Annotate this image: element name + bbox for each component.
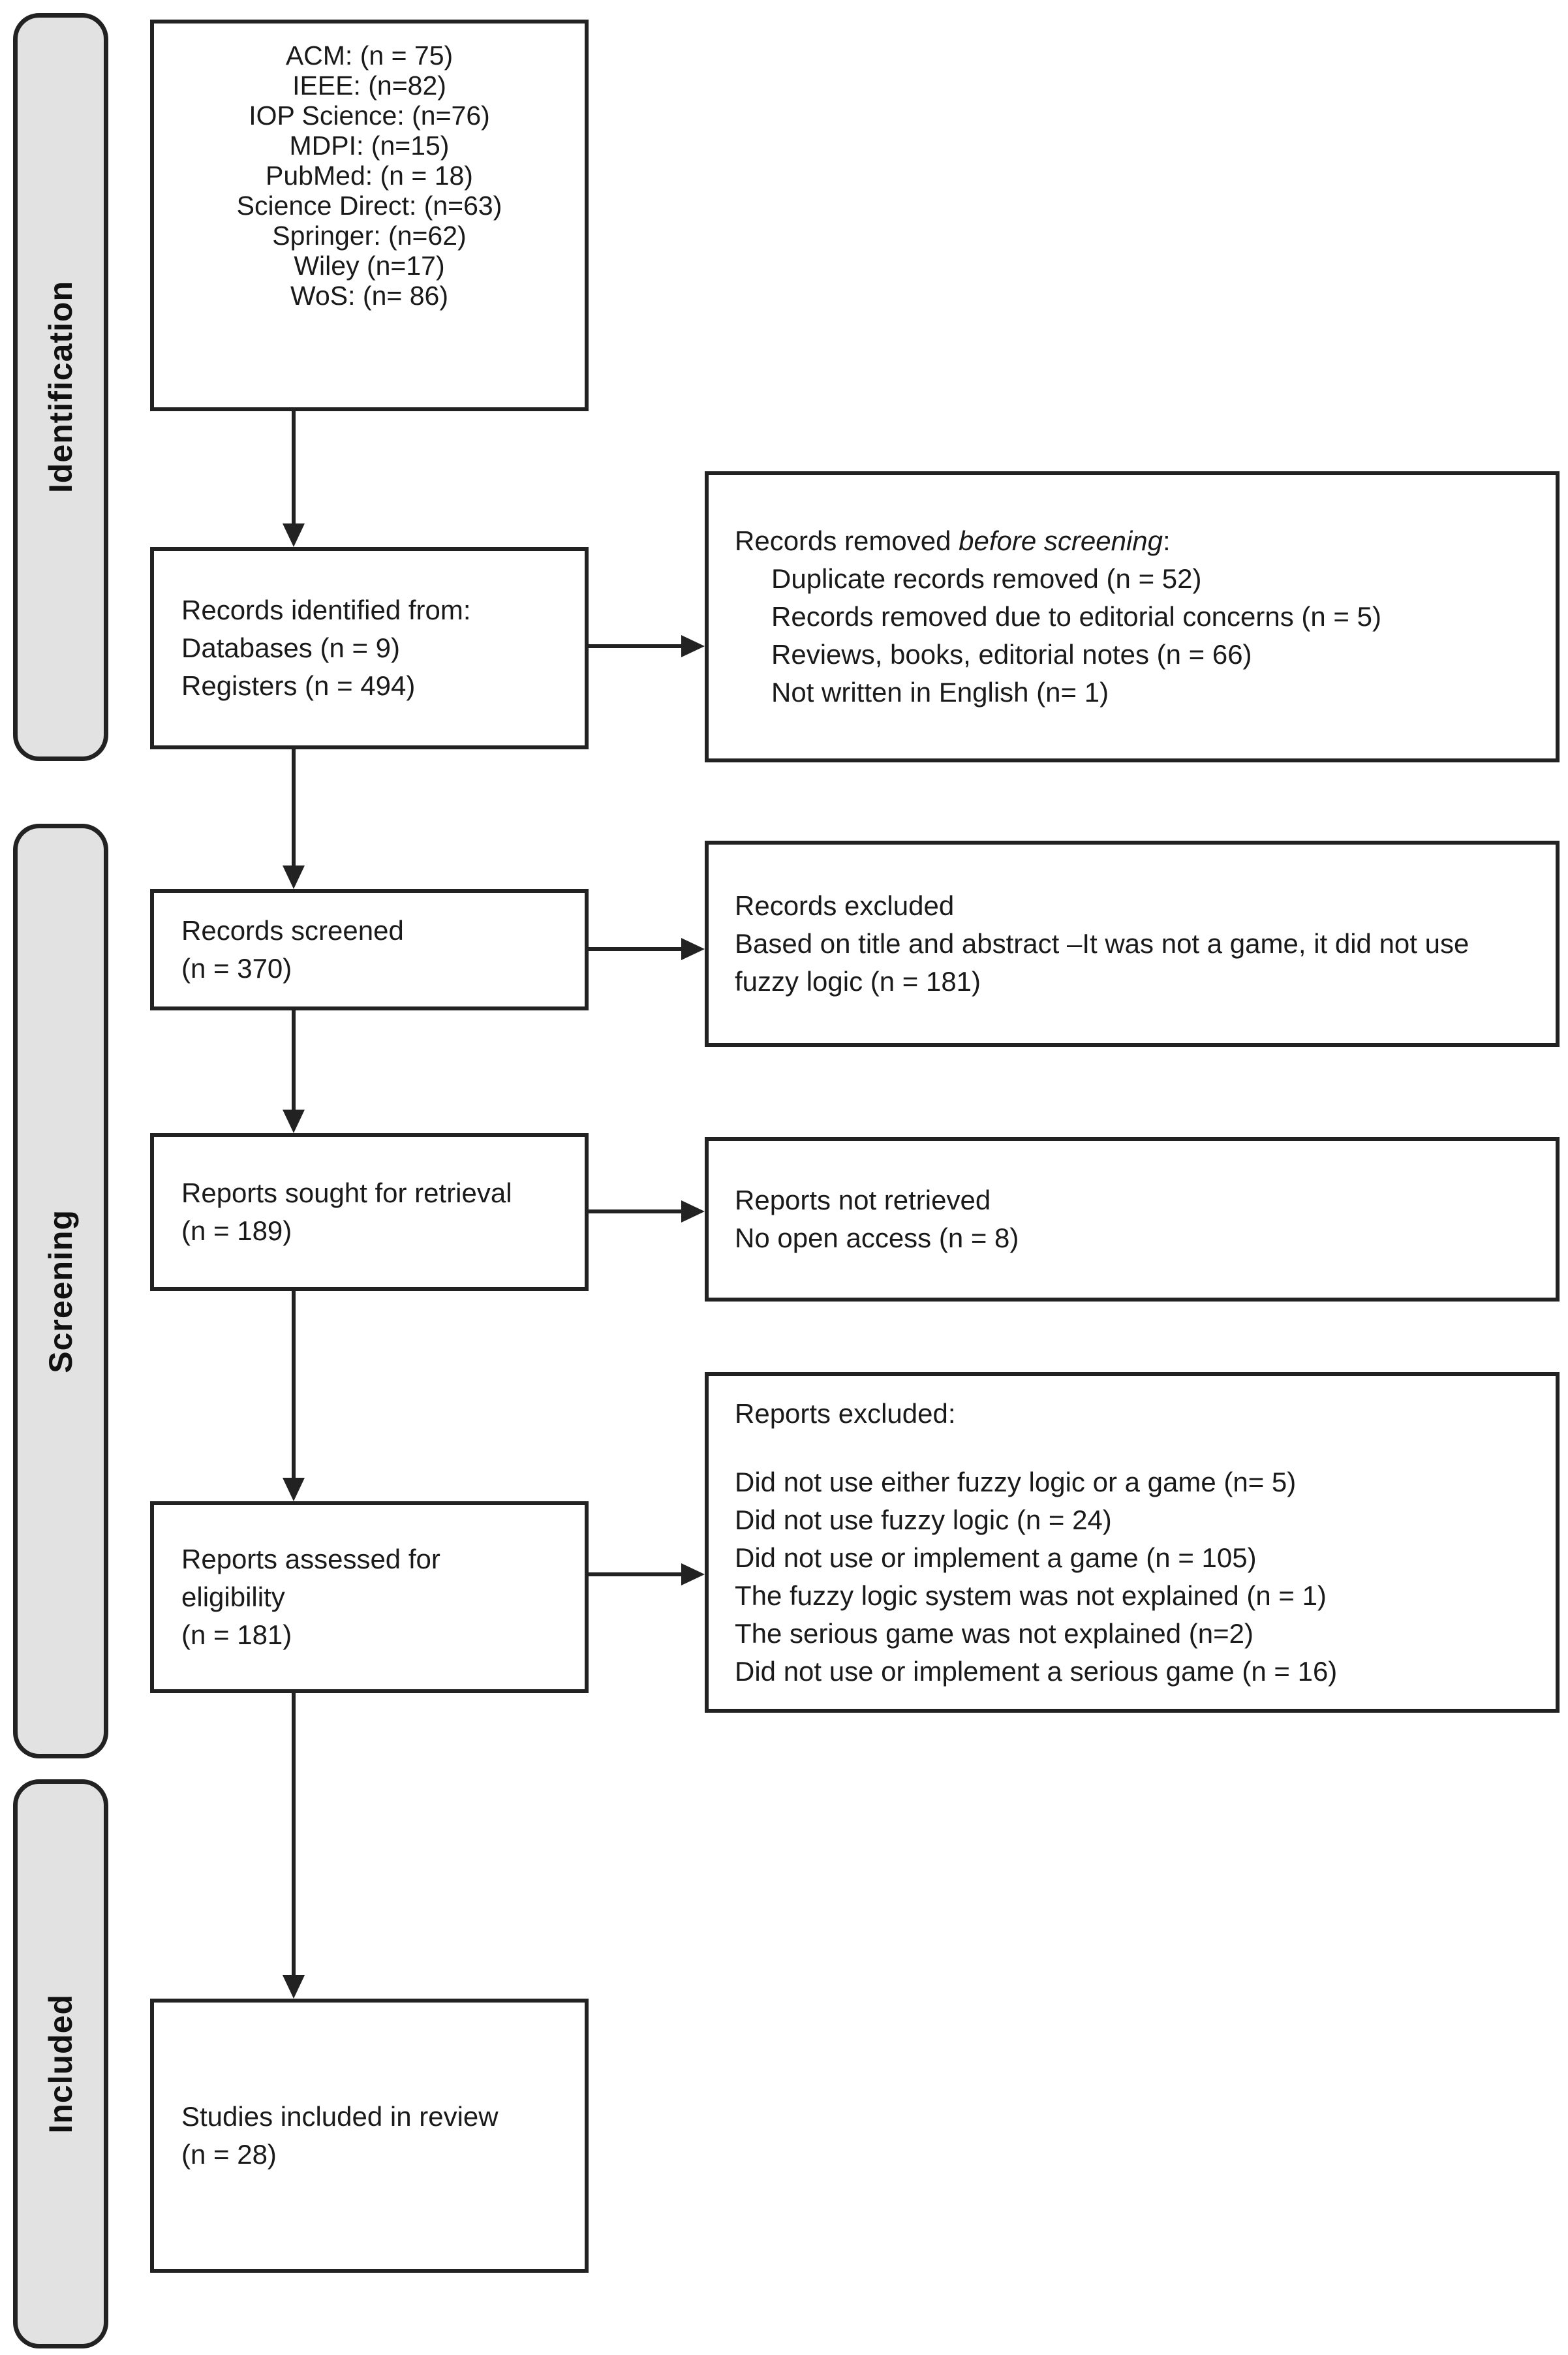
database-count: Springer: (n=62) — [272, 221, 467, 251]
records-removed-title: Records removed before screening: — [735, 522, 1537, 560]
reports-sought-box: Reports sought for retrieval (n = 189) — [150, 1133, 589, 1291]
arrow-down-icon — [283, 1110, 305, 1133]
reports-excluded-item: The fuzzy logic system was not explained… — [735, 1580, 1327, 1611]
databases-box: ACM: (n = 75) IEEE: (n=82) IOP Science: … — [150, 20, 589, 411]
arrow-right-icon — [681, 635, 705, 657]
stage-included-label: Included — [42, 1994, 79, 2134]
spacer — [735, 1433, 1537, 1463]
reports-sought-title: Reports sought for retrieval — [181, 1178, 512, 1208]
arrow-identified-to-removed-line — [589, 644, 684, 648]
reports-excluded-item: Did not use or implement a game (n = 105… — [735, 1542, 1257, 1573]
database-count: IOP Science: (n=76) — [249, 101, 490, 131]
reports-excluded-item: Did not use either fuzzy logic or a game… — [735, 1466, 1297, 1497]
arrow-down-icon — [283, 1478, 305, 1501]
database-count: Science Direct: (n=63) — [236, 191, 502, 221]
arrow-identified-to-screened-line — [292, 749, 296, 868]
records-removed-item: Reviews, books, editorial notes (n = 66) — [771, 639, 1252, 670]
database-count: WoS: (n= 86) — [290, 281, 448, 311]
stage-included: Included — [13, 1779, 108, 2348]
arrow-right-icon — [681, 1200, 705, 1223]
database-count: PubMed: (n = 18) — [266, 161, 473, 191]
records-removed-box: Records removed before screening: Duplic… — [705, 471, 1560, 762]
studies-included-title: Studies included in review — [181, 2101, 499, 2132]
arrow-down-icon — [283, 1975, 305, 1999]
records-removed-item: Duplicate records removed (n = 52) — [771, 563, 1202, 594]
reports-excluded-item: Did not use fuzzy logic (n = 24) — [735, 1504, 1112, 1535]
reports-assessed-box: Reports assessed for eligibility (n = 18… — [150, 1501, 589, 1693]
records-screened-count: (n = 370) — [181, 953, 292, 984]
records-removed-title-italic: before screening — [959, 525, 1163, 556]
stage-identification: Identification — [13, 13, 108, 761]
reports-not-retrieved-box: Reports not retrieved No open access (n … — [705, 1137, 1560, 1302]
arrow-screened-to-excluded-line — [589, 947, 684, 951]
records-identified-registers: Registers (n = 494) — [181, 670, 416, 701]
records-excluded-reason: Based on title and abstract –It was not … — [735, 928, 1469, 997]
records-screened-box: Records screened (n = 370) — [150, 889, 589, 1010]
records-excluded-title: Records excluded — [735, 890, 955, 921]
records-removed-item: Not written in English (n= 1) — [771, 677, 1109, 708]
reports-sought-count: (n = 189) — [181, 1215, 292, 1246]
arrow-down-icon — [283, 866, 305, 889]
arrow-sought-to-assessed-line — [292, 1291, 296, 1480]
records-removed-title-suffix: : — [1163, 525, 1171, 556]
records-excluded-box: Records excluded Based on title and abst… — [705, 841, 1560, 1047]
arrow-assessed-to-included-line — [292, 1693, 296, 1978]
database-count: MDPI: (n=15) — [289, 131, 450, 161]
arrow-right-icon — [681, 938, 705, 960]
stage-screening: Screening — [13, 824, 108, 1758]
reports-not-retrieved-reason: No open access (n = 8) — [735, 1223, 1019, 1253]
database-count: Wiley (n=17) — [294, 251, 445, 281]
records-identified-box: Records identified from: Databases (n = … — [150, 547, 589, 749]
arrow-screened-to-sought-line — [292, 1010, 296, 1112]
records-screened-title: Records screened — [181, 915, 404, 946]
arrow-sought-to-notretrieved-line — [589, 1209, 684, 1213]
stage-screening-label: Screening — [42, 1209, 79, 1373]
arrow-down-icon — [283, 523, 305, 547]
reports-excluded-box: Reports excluded: Did not use either fuz… — [705, 1372, 1560, 1713]
studies-included-count: (n = 28) — [181, 2139, 277, 2170]
stage-identification-label: Identification — [42, 281, 79, 493]
records-identified-title: Records identified from: — [181, 595, 471, 625]
reports-not-retrieved-title: Reports not retrieved — [735, 1185, 991, 1215]
records-removed-title-prefix: Records removed — [735, 525, 959, 556]
arrow-assessed-to-reportsexcluded-line — [589, 1572, 684, 1576]
database-count: IEEE: (n=82) — [292, 70, 446, 101]
arrow-right-icon — [681, 1563, 705, 1585]
database-count: ACM: (n = 75) — [285, 40, 453, 70]
reports-excluded-item: The serious game was not explained (n=2) — [735, 1617, 1253, 1649]
records-identified-databases: Databases (n = 9) — [181, 632, 401, 663]
studies-included-box: Studies included in review (n = 28) — [150, 1999, 589, 2273]
records-removed-item: Records removed due to editorial concern… — [771, 601, 1381, 632]
reports-excluded-title: Reports excluded: — [735, 1397, 956, 1429]
reports-assessed-title: Reports assessed for — [181, 1544, 440, 1574]
reports-assessed-count: (n = 181) — [181, 1619, 292, 1650]
reports-assessed-title2: eligibility — [181, 1582, 285, 1612]
reports-excluded-item: Did not use or implement a serious game … — [735, 1655, 1338, 1687]
arrow-databases-to-identified-line — [292, 411, 296, 526]
